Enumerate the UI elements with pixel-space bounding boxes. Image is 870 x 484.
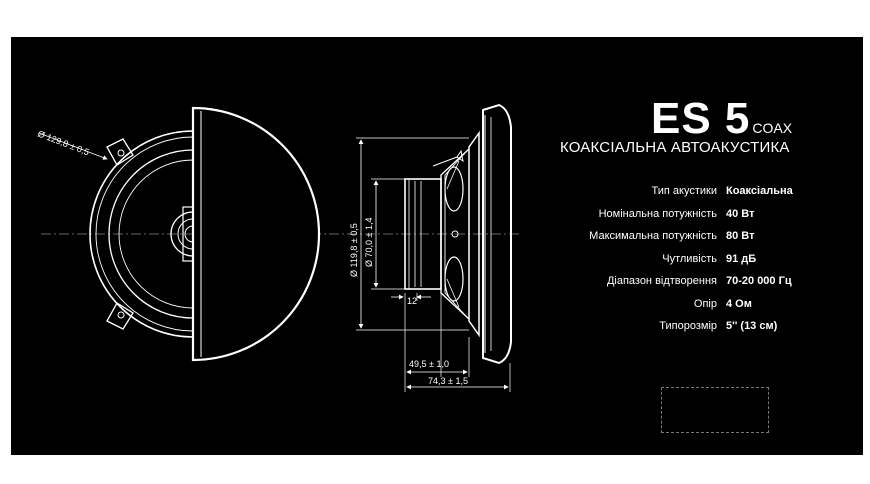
- spec-row: Номінальна потужність 40 Вт: [571, 203, 821, 226]
- mount-depth-label: 49,5 ± 1,0: [409, 359, 449, 369]
- spec-row: Максимальна потужність 80 Вт: [571, 225, 821, 248]
- speaker-technical-drawing: Ø 129,8 ± 0,5: [36, 103, 521, 392]
- spec-value: 70-20 000 Гц: [726, 275, 792, 288]
- spec-value: Коаксіальна: [726, 185, 793, 198]
- model-name: ES 5: [651, 94, 751, 143]
- mount-ear-bottom: [106, 302, 134, 330]
- grille-cover-profile: [191, 106, 321, 362]
- basket-profile: [468, 130, 480, 338]
- speaker-side-view: [404, 103, 512, 365]
- spec-value: 4 Ом: [726, 297, 752, 310]
- spec-value: 80 Вт: [726, 230, 755, 243]
- outer-diameter-label: Ø 129,8 ± 0,5: [36, 129, 90, 158]
- spec-row: Діапазон відтворення 70-20 000 Гц: [571, 270, 821, 293]
- spec-row: Опір 4 Ом: [571, 293, 821, 316]
- spec-label: Чутливість: [662, 252, 717, 265]
- total-depth-label: 74,3 ± 1,5: [428, 376, 468, 386]
- spec-row: Чутливість 91 дБ: [571, 248, 821, 271]
- basket-diameter-label: Ø 119,8 ± 0,5: [349, 223, 359, 277]
- spec-row: Тип акустики Коаксіальна: [571, 180, 821, 203]
- model-suffix: COAX: [752, 120, 793, 136]
- spec-value: 91 дБ: [726, 252, 757, 265]
- outer-diameter-leader: [38, 132, 108, 160]
- magnet-profile: [404, 178, 442, 290]
- spec-label: Діапазон відтворення: [606, 275, 717, 288]
- product-panel: Ø 129,8 ± 0,5: [11, 37, 863, 455]
- spec-value: 40 Вт: [726, 207, 755, 220]
- mount-ear-top: [106, 138, 134, 166]
- flange-profile: [482, 103, 512, 365]
- magnet-depth-label: 12: [407, 296, 417, 306]
- spec-label: Максимальна потужність: [589, 230, 717, 243]
- product-subtitle: КОАКСІАЛЬНА АВТОАКУСТИКА: [560, 139, 790, 156]
- logo-placeholder: [661, 387, 769, 433]
- spec-label: Номінальна потужність: [598, 207, 717, 220]
- spec-label: Тип акустики: [651, 185, 717, 198]
- magnet-diameter-label: Ø 70,0 ± 1,4: [364, 218, 374, 267]
- spec-row: Типорозмір 5'' (13 см): [571, 315, 821, 338]
- spec-value: 5'' (13 см): [726, 320, 778, 333]
- spec-label: Опір: [693, 297, 717, 310]
- spec-label: Типорозмір: [659, 320, 717, 333]
